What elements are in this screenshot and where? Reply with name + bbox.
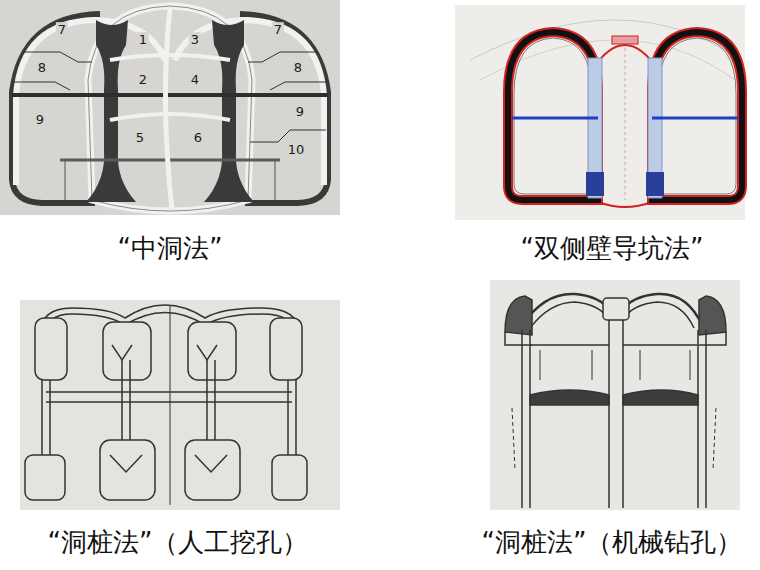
strut [512,117,598,120]
pilot-tunnel [272,455,307,500]
divider [110,114,230,120]
callout-number: 7 [56,22,68,38]
pilot-tunnel [188,322,236,380]
caption: “双侧壁导坑法” [521,233,704,264]
callout-number: 1 [137,32,149,48]
strut [652,117,738,120]
bench-line [248,52,318,62]
tunnel-inner [514,38,592,194]
shotcrete [699,296,726,335]
side-wall [204,20,254,202]
callout-number: 7 [272,22,284,38]
axis [625,48,626,200]
strut [12,93,328,97]
tunnel-outline [508,32,598,200]
divider [165,8,172,210]
column [122,360,215,440]
tag [612,36,638,44]
bench-line [250,130,326,142]
caption: “洞桩法”（机械钻孔） [482,527,743,558]
pile [609,320,623,508]
photo-ground [20,300,340,510]
photo-ground [490,280,740,510]
bench-line [65,160,275,200]
pilot-tunnel [270,318,302,380]
photo-ground [0,0,340,215]
divider [110,55,230,60]
photo-ground [455,5,745,220]
callout-number: 4 [189,72,201,88]
pba-drilled-figure [490,280,740,510]
pilot-tunnel [603,298,629,320]
callout-number: 9 [34,112,46,128]
pile [522,330,706,508]
footing [646,172,664,196]
pilot-tunnel [35,318,67,380]
bench-line [22,52,92,62]
center-drift-figure [0,0,340,215]
pile [42,380,296,455]
callout-number: 5 [134,130,146,146]
pilot-tunnel [25,455,65,500]
bottom-slab [530,390,698,405]
callout-number: 3 [189,32,201,48]
pba-manual-figure [20,300,340,510]
callout-number: 8 [36,60,48,76]
column [540,350,690,380]
callout-number: 6 [192,130,204,146]
tunnel-inner [658,38,736,194]
double-side-drift-figure [455,5,745,220]
footing [110,455,227,472]
side-wall [86,20,136,202]
callout-number: 10 [286,142,307,158]
callout-number: 8 [292,60,304,76]
tunnel-outline [508,32,598,200]
slab [46,392,292,402]
shotcrete [505,296,532,335]
pilot-tunnel [103,322,151,380]
footing [586,172,604,196]
bench-line [270,82,326,90]
callout-number: 9 [294,104,306,120]
beam [112,345,217,360]
tunnel-outline [652,32,742,200]
pilot-tunnel [505,332,726,345]
caption: “洞桩法”（人工挖孔） [48,527,309,558]
axis [170,305,171,505]
slab [530,344,698,346]
callout-number: 2 [137,72,149,88]
pile-hatch [512,408,716,470]
caption: “中洞法” [118,233,223,264]
bench-line [14,82,70,90]
tunnel-outline [652,32,742,200]
